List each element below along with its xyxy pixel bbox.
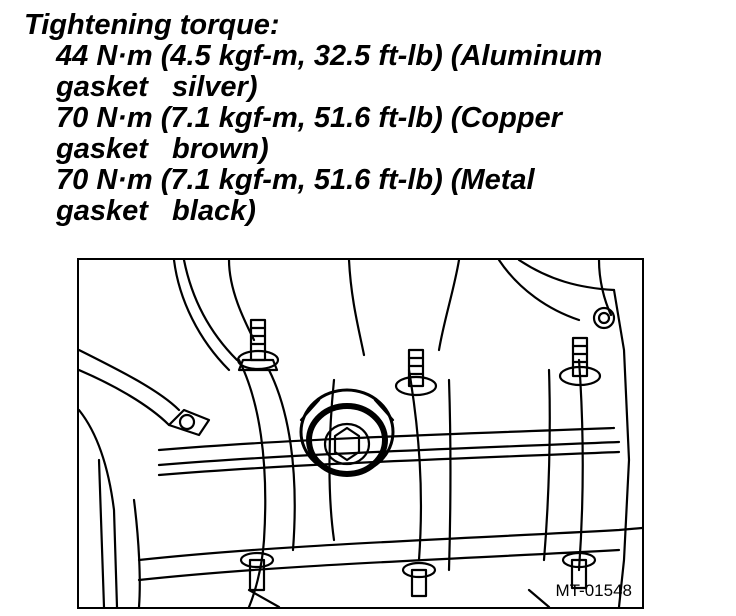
stud-bolt-left [236, 318, 280, 372]
stud-bolt-bottom-right [561, 551, 597, 590]
figure-id-label: MT-01548 [555, 581, 632, 600]
stud-bolt-right [558, 336, 602, 387]
torque-spec-aluminum-line2: gasket silver) [56, 71, 258, 103]
torque-spec-metal-line2: gasket black) [56, 195, 256, 227]
torque-spec-text: Tightening torque: 44 N·m (4.5 kgf-m, 32… [22, 10, 722, 227]
torque-spec-copper-line2: gasket brown) [56, 133, 269, 165]
torque-spec-aluminum-line1: 44 N·m (4.5 kgf-m, 32.5 ft-lb) (Aluminum [56, 40, 603, 72]
transmission-drain-plug-illustration: MT-01548 [77, 258, 644, 609]
drain-plug [299, 388, 395, 477]
torque-spec-metal-line1: 70 N·m (7.1 kgf-m, 51.6 ft-lb) (Metal [56, 164, 535, 196]
illustration-drawing [79, 260, 642, 607]
torque-spec-copper-line1: 70 N·m (7.1 kgf-m, 51.6 ft-lb) (Copper [56, 102, 562, 134]
stud-bolt-bottom-center [401, 561, 437, 598]
torque-heading: Tightening torque: [24, 9, 280, 41]
stud-bolt-center [394, 348, 438, 397]
stud-bolt-bottom-left [239, 551, 275, 592]
